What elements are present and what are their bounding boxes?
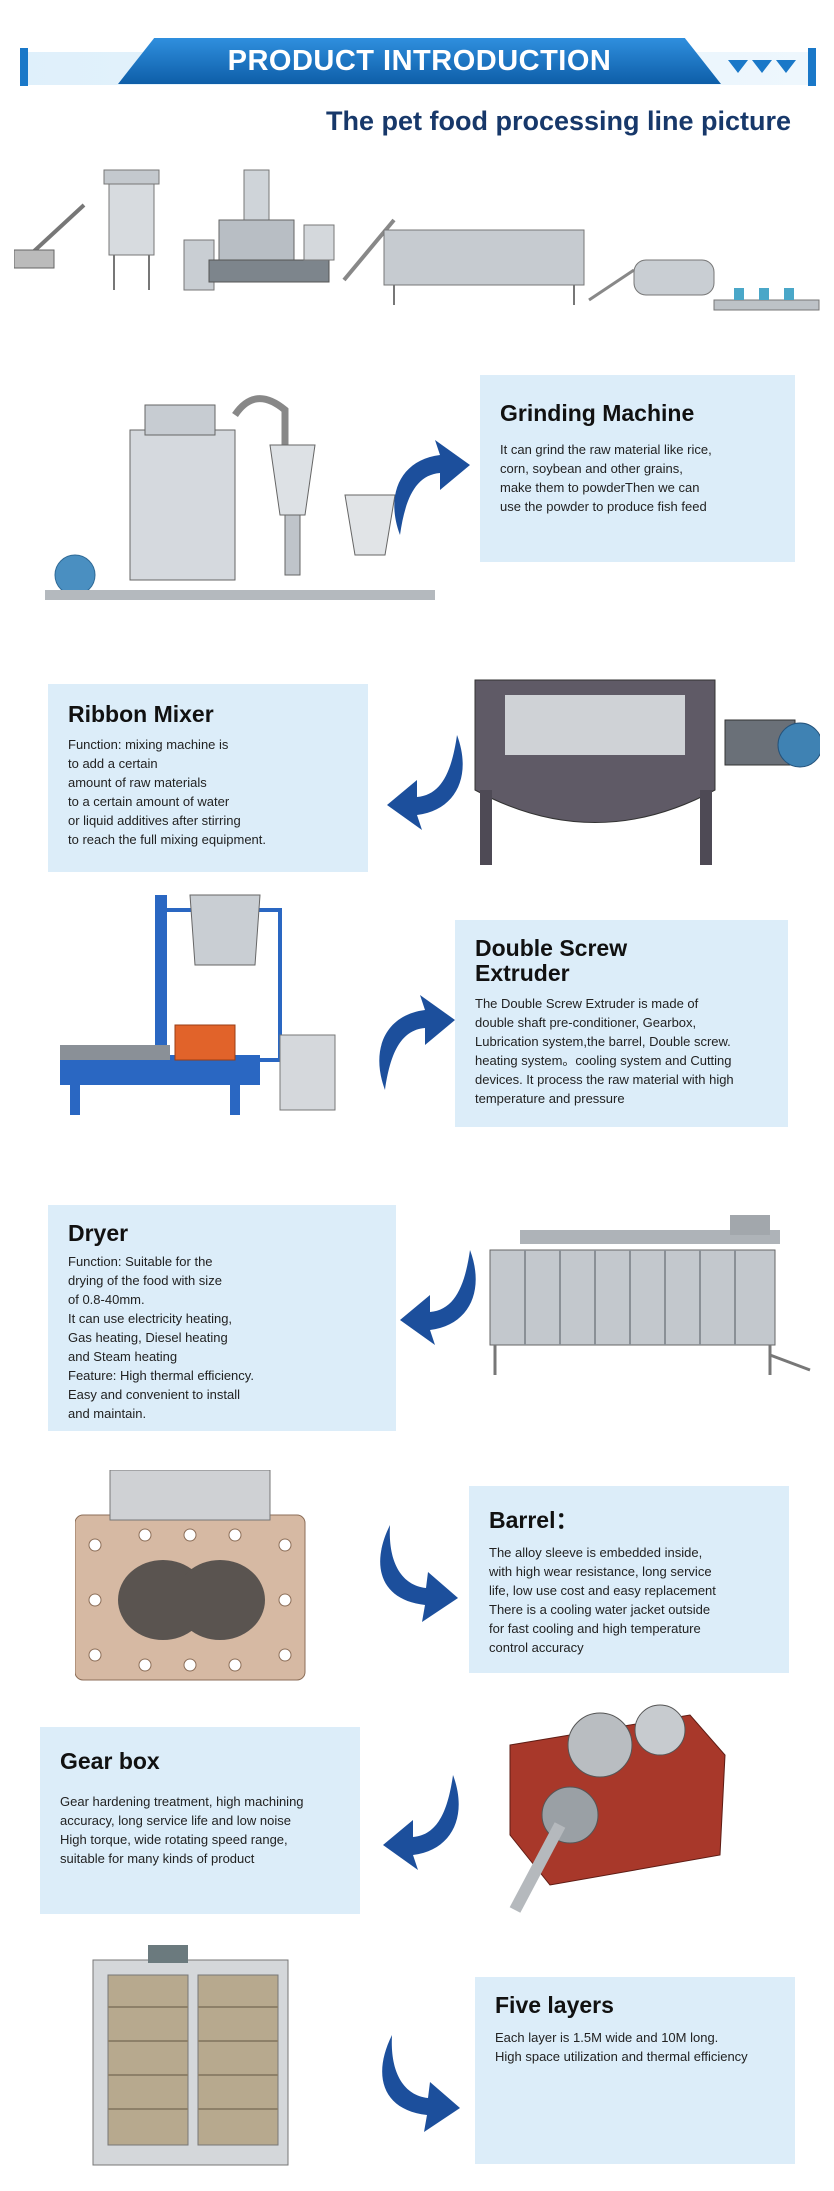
section-text-line: amount of raw materials — [68, 775, 207, 790]
curved-arrow-icon — [379, 995, 455, 1090]
section-text-line: Feature: High thermal efficiency. — [68, 1368, 254, 1383]
section-ribbon-mixer: Ribbon Mixer Function: mixing machine is… — [48, 684, 368, 872]
section-title: Barrel： — [489, 1507, 579, 1533]
header-left-marker — [20, 48, 28, 86]
section-gear-box: Gear box Gear hardening treatment, high … — [40, 1727, 360, 1914]
section-text-line: to reach the full mixing equipment. — [68, 832, 266, 847]
section-text-line: double shaft pre-conditioner, Gearbox, — [475, 1015, 697, 1030]
section-text-line: Gear hardening treatment, high machining — [60, 1794, 304, 1809]
section-text-line: corn, soybean and other grains, — [500, 461, 683, 476]
section-text-line: or liquid additives after stirring — [68, 813, 241, 828]
section-text-line: control accuracy — [489, 1640, 584, 1655]
section-text-line: High torque, wide rotating speed range, — [60, 1832, 288, 1847]
section-title: Gear box — [60, 1748, 160, 1774]
dryer-image — [489, 1215, 811, 1375]
section-text-line: Lubrication system,the barrel, Double sc… — [475, 1034, 731, 1049]
section-double-screw-extruder: Double Screw Extruder The Double Screw E… — [455, 920, 788, 1127]
section-text-line: life, low use cost and easy replacement — [489, 1583, 716, 1598]
section-text-line: with high wear resistance, long service — [489, 1564, 712, 1579]
section-text-line: It can use electricity heating, — [68, 1311, 233, 1326]
section-text-line: heating system。cooling system and Cuttin… — [475, 1053, 732, 1068]
header-triangles-icon — [728, 60, 796, 73]
barrel-image — [75, 1470, 306, 1681]
section-text-line: to add a certain — [68, 756, 158, 771]
page-subtitle: The pet food processing line picture — [326, 106, 792, 136]
section-text-line: Function: Suitable for the — [68, 1254, 213, 1269]
five-layers-image — [92, 1945, 289, 2166]
section-text-line: Each layer is 1.5M wide and 10M long. — [495, 2030, 719, 2045]
gear-box-image — [509, 1704, 726, 1913]
grinding-machine-image — [45, 395, 435, 600]
section-five-layers: Five layers Each layer is 1.5M wide and … — [475, 1977, 795, 2164]
section-text-line: Easy and convenient to install — [68, 1387, 240, 1402]
section-text-line: The Double Screw Extruder is made of — [475, 996, 699, 1011]
section-text-line: and maintain. — [68, 1406, 147, 1421]
section-grinding-machine: Grinding Machine It can grind the raw ma… — [480, 375, 795, 562]
section-text-line: Function: mixing machine is — [68, 737, 229, 752]
header-right-marker — [808, 48, 816, 86]
section-dryer: Dryer Function: Suitable for the drying … — [48, 1205, 396, 1431]
section-title: Dryer — [68, 1220, 129, 1246]
section-text-line: devices. It process the raw material wit… — [475, 1072, 734, 1087]
section-title-line: Double Screw — [475, 935, 628, 961]
section-text-line: use the powder to produce fish feed — [500, 499, 707, 514]
section-title: Five layers — [495, 1992, 614, 2018]
header-banner: PRODUCT INTRODUCTION — [118, 38, 721, 84]
section-barrel: Barrel： The alloy sleeve is embedded ins… — [469, 1486, 789, 1673]
section-text-line: temperature and pressure — [475, 1091, 625, 1106]
section-text-line: There is a cooling water jacket outside — [489, 1602, 711, 1617]
section-text-line: suitable for many kinds of product — [60, 1851, 255, 1866]
section-text-line: make them to powderThen we can — [500, 480, 700, 495]
section-text-line: and Steam heating — [68, 1349, 178, 1364]
section-text-line: Gas heating, Diesel heating — [68, 1330, 228, 1345]
section-text-line: accuracy, long service life and low nois… — [60, 1813, 291, 1828]
page-title: PRODUCT INTRODUCTION — [227, 44, 612, 77]
section-title: Double Screw Extruder — [475, 936, 768, 986]
production-line-image — [14, 169, 820, 311]
section-text-line: The alloy sleeve is embedded inside, — [489, 1545, 703, 1560]
double-screw-extruder-image — [60, 894, 336, 1115]
curved-arrow-icon — [382, 2035, 460, 2132]
curved-arrow-icon — [400, 1250, 476, 1345]
section-title-line: Extruder — [475, 960, 570, 986]
curved-arrow-icon — [383, 1775, 459, 1870]
curved-arrow-icon — [380, 1525, 458, 1622]
ribbon-mixer-image — [474, 679, 820, 865]
section-text-line: of 0.8-40mm. — [68, 1292, 145, 1307]
section-text-line: It can grind the raw material like rice, — [500, 442, 712, 457]
section-text-line: High space utilization and thermal effic… — [495, 2049, 748, 2064]
section-text-line: drying of the food with size — [68, 1273, 222, 1288]
section-title: Grinding Machine — [500, 400, 695, 426]
section-text-line: for fast cooling and high temperature — [489, 1621, 701, 1636]
section-text-line: to a certain amount of water — [68, 794, 230, 809]
curved-arrow-icon — [387, 735, 463, 830]
section-title: Ribbon Mixer — [68, 701, 214, 727]
curved-arrow-icon — [394, 440, 470, 535]
